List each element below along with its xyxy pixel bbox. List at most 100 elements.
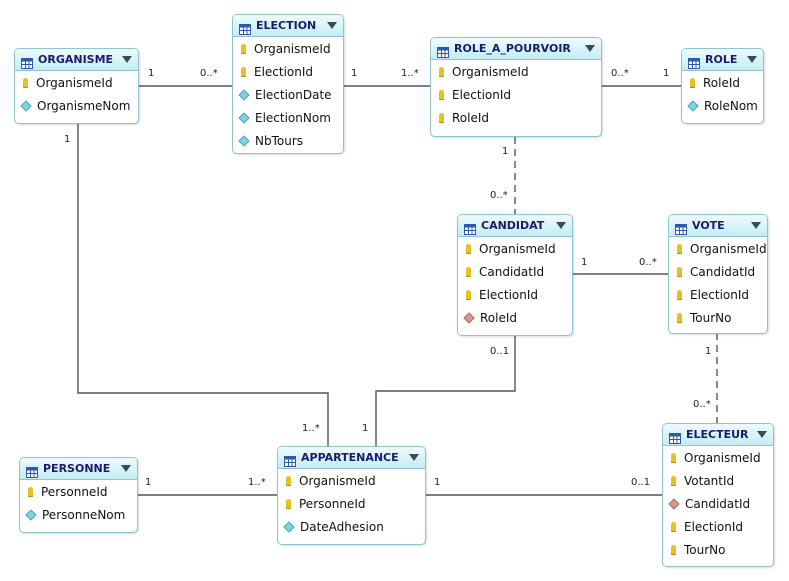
attribute-name: ElectionId xyxy=(690,287,750,302)
attribute-row[interactable]: CandidatId xyxy=(669,260,767,283)
attribute-row[interactable]: PersonneNom xyxy=(20,503,137,526)
link-organisme-appartenance xyxy=(77,124,329,446)
attribute-name: CandidatId xyxy=(685,496,751,511)
attribute-row[interactable]: OrganismeId xyxy=(15,71,138,94)
attribute-row[interactable]: ElectionId xyxy=(669,283,767,306)
key-icon xyxy=(28,486,33,497)
attribute-row[interactable]: OrganismeNom xyxy=(15,94,138,117)
attribute-name: RoleId xyxy=(480,310,518,325)
attribute-name: OrganismeId xyxy=(36,75,113,90)
entity-header[interactable]: ELECTEUR xyxy=(663,424,773,446)
cardinality-label: 1 xyxy=(64,134,71,145)
dropdown-arrow-icon[interactable] xyxy=(122,56,132,63)
attribute-row[interactable]: OrganismeId xyxy=(663,446,773,469)
cardinality-label: 1 xyxy=(362,423,369,434)
attribute-icon xyxy=(687,99,699,112)
table-icon xyxy=(675,220,687,235)
attribute-row[interactable]: RoleNom xyxy=(682,94,763,117)
dropdown-arrow-icon[interactable] xyxy=(121,465,131,472)
entity-header[interactable]: VOTE xyxy=(669,215,767,237)
dropdown-arrow-icon[interactable] xyxy=(585,45,595,52)
attribute-row[interactable]: CandidatId xyxy=(663,492,773,515)
dropdown-arrow-icon[interactable] xyxy=(747,56,757,63)
attribute-row[interactable]: ElectionNom xyxy=(233,106,343,129)
attribute-name: ElectionDate xyxy=(255,87,332,102)
attribute-row[interactable]: ElectionDate xyxy=(233,83,343,106)
attribute-row[interactable]: OrganismeId xyxy=(233,37,343,60)
table-icon xyxy=(21,54,33,69)
attribute-row[interactable]: ElectionId xyxy=(663,515,773,538)
attribute-row[interactable]: ElectionId xyxy=(458,283,572,306)
attribute-row[interactable]: OrganismeId xyxy=(431,60,601,83)
attribute-name: PersonneId xyxy=(41,484,108,499)
attribute-row[interactable]: ElectionId xyxy=(431,83,601,106)
table-icon xyxy=(688,54,700,69)
cardinality-label: 0..1 xyxy=(631,477,651,488)
table-icon xyxy=(464,220,476,235)
attribute-row[interactable]: ElectionId xyxy=(233,60,343,83)
key-icon xyxy=(690,77,695,88)
entity-header[interactable]: PERSONNE xyxy=(20,458,137,480)
entity-header[interactable]: ORGANISME xyxy=(15,49,138,71)
cardinality-label: 0..* xyxy=(639,257,657,268)
attribute-row[interactable]: RoleId xyxy=(458,306,572,329)
dropdown-arrow-icon[interactable] xyxy=(409,454,419,461)
attribute-name: ElectionId xyxy=(452,87,512,102)
attribute-name: RoleNom xyxy=(704,98,758,113)
key-icon xyxy=(466,266,471,277)
cardinality-label: 1 xyxy=(148,68,155,79)
attribute-row[interactable]: TourNo xyxy=(663,538,773,561)
attribute-name: VotantId xyxy=(684,473,735,488)
attribute-row[interactable]: OrganismeId xyxy=(669,237,767,260)
attribute-name: ElectionId xyxy=(479,287,539,302)
attribute-icon xyxy=(238,111,250,124)
attribute-row[interactable]: OrganismeId xyxy=(278,469,425,492)
attribute-name: TourNo xyxy=(690,310,732,325)
attribute-row[interactable]: DateAdhesion xyxy=(278,515,425,538)
cardinality-label: 0..1 xyxy=(490,346,510,357)
attribute-row[interactable]: VotantId xyxy=(663,469,773,492)
entity-name: APPARTENANCE xyxy=(301,451,399,464)
attribute-row[interactable]: PersonneId xyxy=(278,492,425,515)
table-icon xyxy=(437,43,449,58)
dropdown-arrow-icon[interactable] xyxy=(556,222,566,229)
dropdown-arrow-icon[interactable] xyxy=(751,222,761,229)
dropdown-arrow-icon[interactable] xyxy=(757,431,767,438)
attribute-name: OrganismeId xyxy=(254,41,331,56)
attribute-name: ElectionId xyxy=(254,64,314,79)
attribute-icon xyxy=(20,99,32,112)
attribute-row[interactable]: OrganismeId xyxy=(458,237,572,260)
attribute-row[interactable]: PersonneId xyxy=(20,480,137,503)
entity-header[interactable]: APPARTENANCE xyxy=(278,447,425,469)
key-icon xyxy=(439,89,444,100)
entity-name: ELECTEUR xyxy=(686,428,749,441)
dropdown-arrow-icon[interactable] xyxy=(327,22,337,29)
entity-header[interactable]: ELECTION xyxy=(233,15,343,37)
attribute-icon xyxy=(238,88,250,101)
key-icon xyxy=(677,312,682,323)
entity-header[interactable]: CANDIDAT xyxy=(458,215,572,237)
entity-name: ROLE xyxy=(705,53,738,66)
attribute-icon xyxy=(25,508,37,521)
attribute-row[interactable]: NbTours xyxy=(233,129,343,152)
attribute-name: OrganismeId xyxy=(479,241,556,256)
cardinality-label: 1 xyxy=(145,477,152,488)
entity-header[interactable]: ROLE xyxy=(682,49,763,71)
attribute-row[interactable]: RoleId xyxy=(682,71,763,94)
attribute-row[interactable]: RoleId xyxy=(431,106,601,129)
attribute-row[interactable]: TourNo xyxy=(669,306,767,329)
attribute-row[interactable]: CandidatId xyxy=(458,260,572,283)
key-icon xyxy=(671,521,676,532)
attribute-name: TourNo xyxy=(684,542,726,557)
entity-header[interactable]: ROLE_A_POURVOIR xyxy=(431,38,601,60)
